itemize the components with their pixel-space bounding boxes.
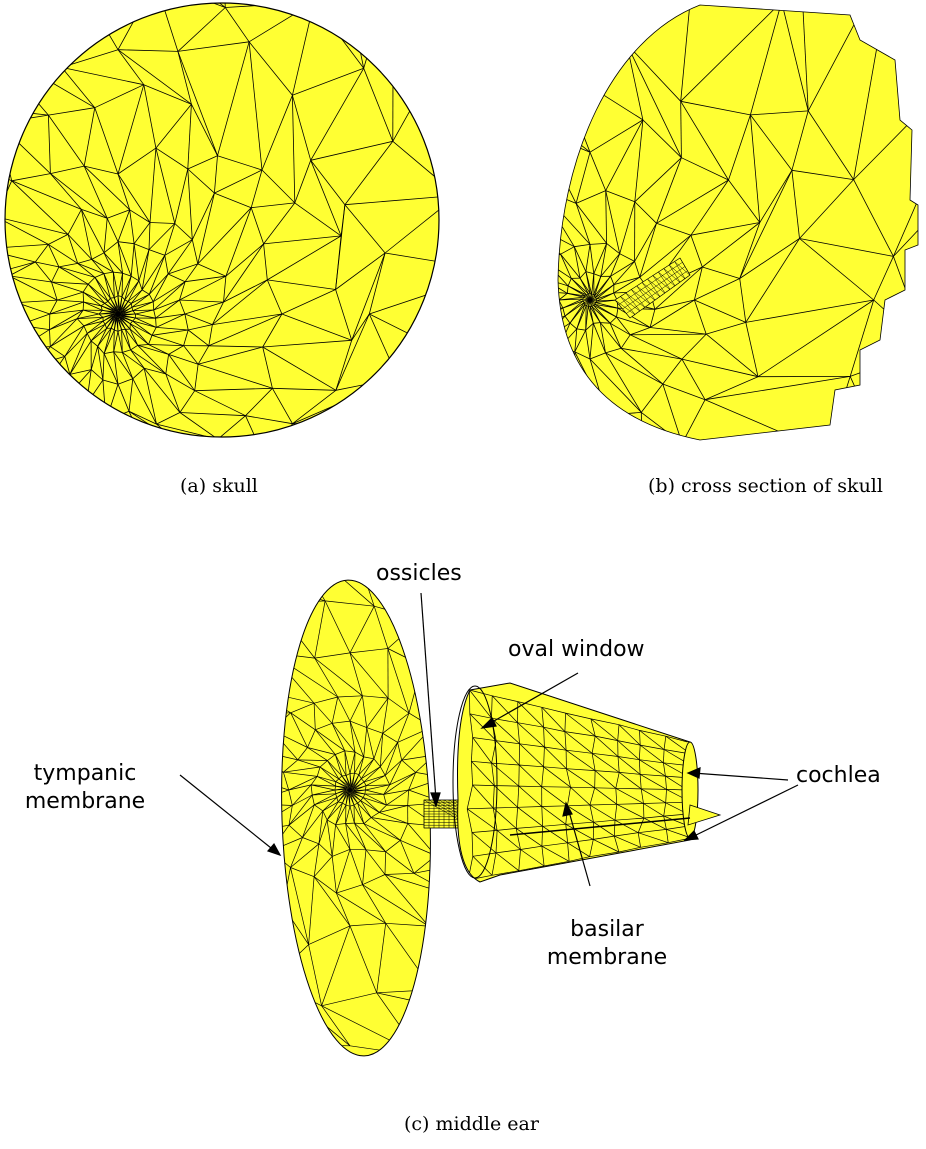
arrow-tympanic [179,774,282,857]
label-basilar-line1: basilar [570,917,644,942]
caption-a: (a) skull [180,475,258,497]
arrow-ossicles [420,592,441,808]
tympanic-disk-mesh [273,577,439,1057]
label-tympanic-line2: membrane [24,789,146,814]
label-ossicles: ossicles [376,561,462,586]
skull-mesh [4,2,440,438]
label-cochlea: cochlea [796,763,881,788]
arrow-cochlea-upper [686,767,789,781]
label-basilar-membrane: basilar membrane [532,916,682,972]
caption-b: (b) cross section of skull [648,475,883,497]
label-tympanic-membrane: tympanic membrane [0,760,170,816]
cochlea-mesh [452,682,722,883]
arrow-oval-window [480,672,579,729]
annotation-arrows [179,592,799,887]
label-tympanic-line1: tympanic [33,761,137,786]
arrow-cochlea-lower [683,784,799,841]
label-basilar-line2: membrane [546,945,668,970]
caption-c: (c) middle ear [404,1113,539,1135]
label-oval-window: oval window [508,637,645,662]
arrow-basilar [562,801,591,887]
ear-canal-mesh [614,257,691,319]
